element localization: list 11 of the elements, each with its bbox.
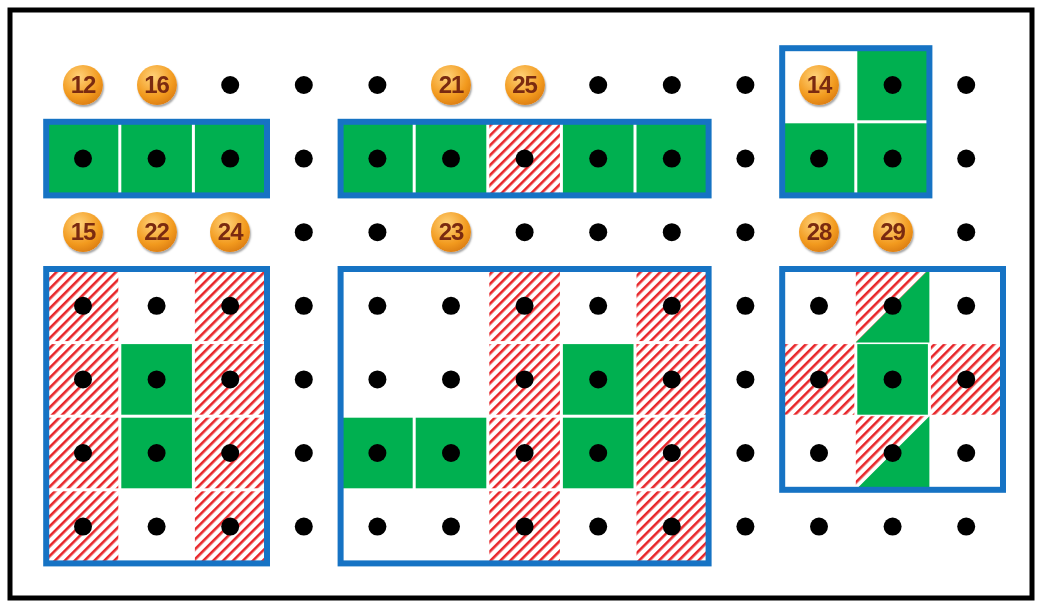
- number-badge: 29: [872, 212, 913, 253]
- number-badge: 23: [431, 212, 471, 253]
- number-badge: 21: [431, 65, 471, 105]
- number-badge: 14: [799, 65, 839, 105]
- number-badge: 24: [210, 212, 251, 253]
- number-badge: 22: [136, 212, 177, 253]
- number-badge: 28: [799, 212, 839, 253]
- number-badge: 15: [63, 212, 103, 253]
- number-badge: 12: [63, 65, 103, 105]
- number-badge: 25: [504, 65, 545, 105]
- number-badge: 16: [136, 65, 177, 105]
